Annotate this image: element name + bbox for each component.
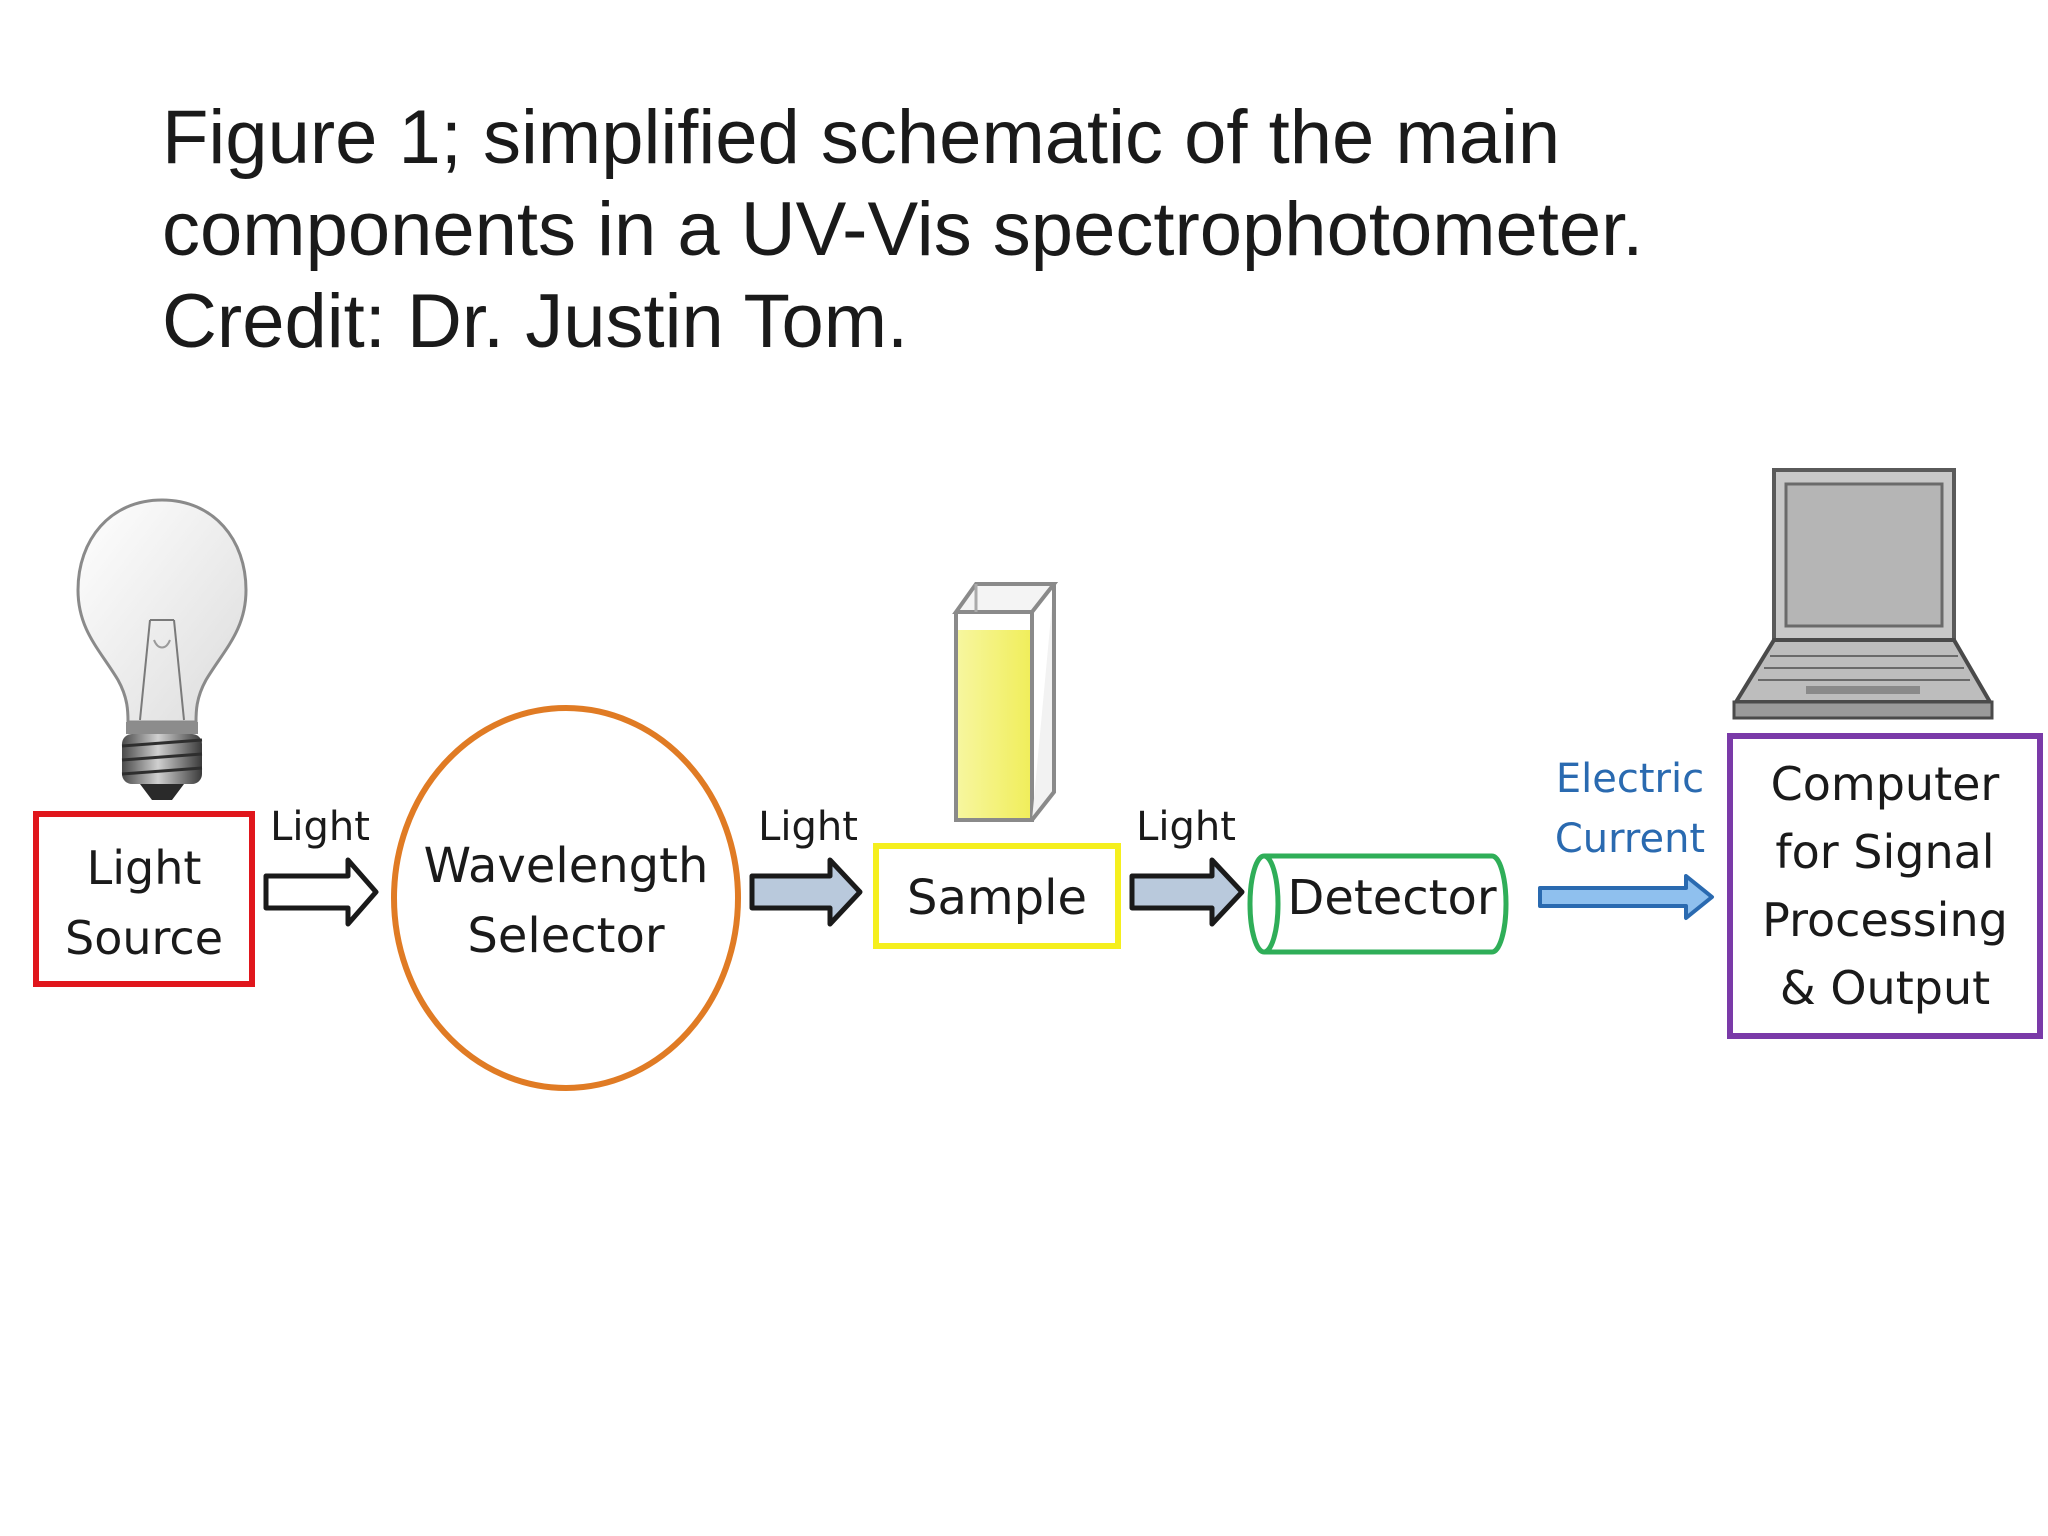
light-source-box xyxy=(33,811,255,987)
detector-cylinder xyxy=(1247,853,1509,955)
sample-box xyxy=(873,843,1121,949)
light-source-label-line-1: Light xyxy=(87,841,202,895)
wavelength-selector-label-line-1: Wavelength xyxy=(424,838,709,894)
laptop-icon xyxy=(1732,468,1994,720)
electric-current-label-line-2: Current xyxy=(1555,816,1705,862)
wavelength-selector-label-line-2: Selector xyxy=(467,908,664,964)
slide-title: Figure 1; simplified schematic of the ma… xyxy=(162,92,1962,368)
computer-label-line-1: Computer xyxy=(1771,757,2000,811)
light-source-label-line-2: Source xyxy=(65,911,223,965)
detector-label: Detector xyxy=(1287,870,1496,926)
title-line-3: Credit: Dr. Justin Tom. xyxy=(162,279,909,364)
light-bulb-icon xyxy=(76,498,248,800)
light-arrow-2: Light xyxy=(749,804,863,927)
light-label-3: Light xyxy=(1136,804,1236,850)
electric-current-arrow: Electric Current xyxy=(1538,756,1714,920)
light-source-node: Light Source xyxy=(33,811,255,987)
computer-label-line-4: & Output xyxy=(1780,961,1990,1015)
sample-node: Sample xyxy=(873,843,1121,949)
cuvette-icon xyxy=(952,582,1059,822)
sample-label: Sample xyxy=(907,870,1087,926)
title-line-2: components in a UV-Vis spectrophotometer… xyxy=(162,187,1644,272)
light-label-2: Light xyxy=(758,804,858,850)
light-arrow-3: Light xyxy=(1129,804,1245,927)
light-arrow-1: Light xyxy=(263,804,379,927)
computer-label-line-2: for Signal xyxy=(1775,825,1994,879)
computer-box xyxy=(1727,733,2043,1039)
light-label-1: Light xyxy=(270,804,370,850)
detector-node: Detector xyxy=(1247,853,1509,955)
electric-current-label-line-1: Electric xyxy=(1556,756,1704,802)
title-line-1: Figure 1; simplified schematic of the ma… xyxy=(162,95,1561,180)
wavelength-selector-circle xyxy=(391,705,741,1091)
wavelength-selector-node: Wavelength Selector xyxy=(391,705,741,1091)
computer-label-line-3: Processing xyxy=(1762,893,2008,947)
computer-node: Computer for Signal Processing & Output xyxy=(1727,733,2043,1039)
